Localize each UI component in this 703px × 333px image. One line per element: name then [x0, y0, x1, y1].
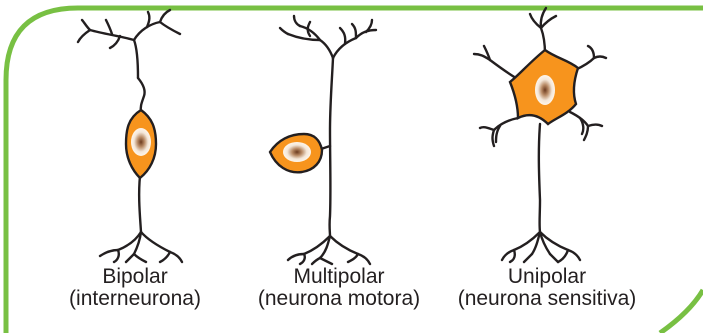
- bipolar-nucleus: [131, 128, 151, 156]
- unipolar-type-label: (neurona sensitiva): [436, 288, 658, 310]
- bipolar-type-label: (interneurona): [30, 288, 240, 310]
- multipolar-nucleus: [283, 142, 311, 162]
- unipolar-neuron: [474, 8, 606, 262]
- multipolar-type-label: (neurona motora): [228, 288, 450, 310]
- caption-bipolar: Bipolar (interneurona): [30, 266, 240, 310]
- unipolar-name-label: Unipolar: [436, 266, 658, 288]
- bipolar-name-label: Bipolar: [30, 266, 240, 288]
- unipolar-nucleus: [535, 75, 555, 105]
- caption-multipolar: Multipolar (neurona motora): [228, 266, 450, 310]
- caption-unipolar: Unipolar (neurona sensitiva): [436, 266, 658, 310]
- green-frame-corner-bottom-right: [660, 290, 703, 333]
- multipolar-name-label: Multipolar: [228, 266, 450, 288]
